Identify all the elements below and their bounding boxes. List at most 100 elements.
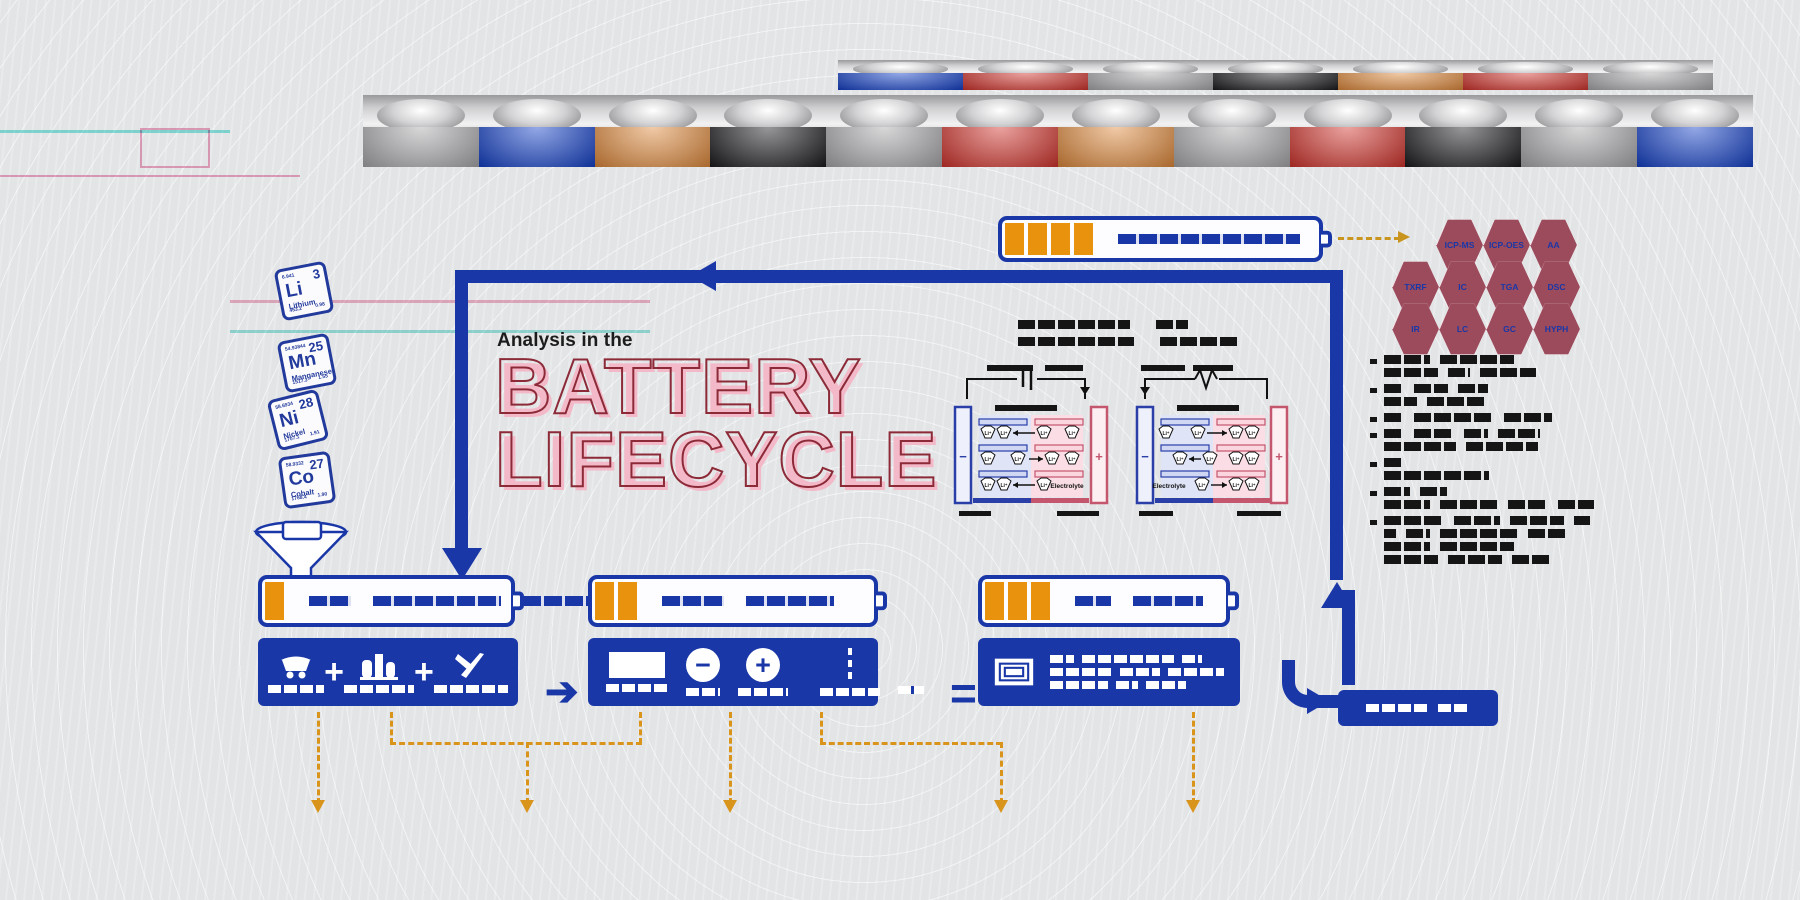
svg-text:−: − xyxy=(1141,449,1149,464)
element-melting-point: 1517.3 xyxy=(292,377,309,387)
battery-charge-bars xyxy=(1002,220,1096,258)
panel-label-redacted xyxy=(1366,704,1428,712)
separator-dashed-icon xyxy=(848,648,852,682)
element-tile-cobalt: 58.9332 27 Co Cobalt 1768.4 1.90 xyxy=(277,450,337,510)
technique-hex-lc[interactable]: LC xyxy=(1439,303,1486,355)
battery-terminal-nub xyxy=(1228,591,1239,611)
list-item xyxy=(1370,487,1620,513)
panel-raw-material-sourcing[interactable]: + + xyxy=(258,638,518,706)
element-electronegativity: 0.98 xyxy=(314,301,326,310)
technique-label: TGA xyxy=(1500,282,1519,292)
dashed-connector-5 xyxy=(1192,712,1195,804)
dashed-connector-2d xyxy=(526,742,529,804)
panel-label-redacted xyxy=(1050,655,1224,689)
svg-text:Li⁺: Li⁺ xyxy=(1248,457,1255,463)
technique-label: ICP-MS xyxy=(1444,240,1475,250)
svg-text:Li⁺: Li⁺ xyxy=(1000,483,1007,489)
plus-circle-icon[interactable]: + xyxy=(746,648,780,682)
technique-label: IC xyxy=(1458,282,1467,292)
panel-cell-assembly[interactable]: − + xyxy=(588,638,924,706)
svg-text:Li⁺: Li⁺ xyxy=(1248,483,1255,489)
element-electronegativity: 1.55 xyxy=(317,373,329,382)
svg-text:Li⁺: Li⁺ xyxy=(1232,431,1239,437)
svg-text:Li⁺: Li⁺ xyxy=(1040,483,1047,489)
flow-pipe-recycle-riser xyxy=(1342,590,1355,685)
technique-label: LC xyxy=(1456,324,1469,334)
flow-pipe-top-left xyxy=(455,270,715,283)
svg-text:Li⁺: Li⁺ xyxy=(1000,431,1007,437)
mining-cart-icon xyxy=(281,656,312,678)
panel-label-redacted xyxy=(738,688,788,696)
battery-in-use[interactable] xyxy=(978,575,1239,627)
flow-arrow-recycle xyxy=(1307,688,1329,714)
element-melting-point: 1768.4 xyxy=(291,494,308,503)
dashed-connector-2c xyxy=(639,712,642,744)
svg-text:Li⁺: Li⁺ xyxy=(1040,431,1047,437)
electrolyte-label: Electrolyte xyxy=(1152,483,1186,490)
chemical-plant-icon xyxy=(359,653,398,680)
panel-label-redacted xyxy=(1438,704,1470,712)
glitch-slice-pink xyxy=(0,175,300,177)
battery-terminal-nub xyxy=(513,591,524,611)
minus-circle-icon[interactable]: − xyxy=(686,648,720,682)
battery-cells-photo-banner-upper xyxy=(838,60,1713,90)
flow-pipe-top-return xyxy=(713,270,1343,283)
list-item xyxy=(1370,413,1620,426)
svg-text:Li⁺: Li⁺ xyxy=(1194,431,1201,437)
panel-label-redacted xyxy=(433,684,508,693)
panel-label-redacted xyxy=(268,684,325,693)
dashed-connector-arrow-1 xyxy=(311,800,325,813)
element-symbol: Co xyxy=(287,466,316,491)
svg-text:Li⁺: Li⁺ xyxy=(1232,483,1239,489)
bullet-marker xyxy=(1370,433,1377,438)
electrolyte-label: Electrolyte xyxy=(1050,483,1084,490)
panel-recycling-output[interactable] xyxy=(1338,690,1498,726)
svg-text:Li⁺: Li⁺ xyxy=(1176,457,1183,463)
svg-text:Li⁺: Li⁺ xyxy=(1048,457,1055,463)
technique-label: IR xyxy=(1411,324,1420,334)
svg-text:Li⁺: Li⁺ xyxy=(1068,431,1075,437)
technique-hex-gc[interactable]: GC xyxy=(1486,303,1533,355)
svg-text:Li⁺: Li⁺ xyxy=(1014,457,1021,463)
list-item xyxy=(1370,516,1620,568)
battery-full-charge[interactable] xyxy=(998,216,1332,262)
panel-label-redacted xyxy=(898,686,924,694)
equals-operator: = xyxy=(950,667,977,719)
flow-arrow-down xyxy=(442,548,482,580)
cell-diagram-caption-row1 xyxy=(1018,320,1188,329)
svg-text:−: − xyxy=(959,449,967,464)
dashed-connector-4b xyxy=(820,742,1002,745)
list-item xyxy=(1370,429,1620,455)
element-symbol: Li xyxy=(283,278,305,303)
pickaxe-icon xyxy=(454,652,484,678)
discharge-cell-diagram: − + xyxy=(945,365,1115,530)
plus-operator-2: + xyxy=(414,653,434,691)
flow-pipe-right-riser xyxy=(1330,270,1343,580)
electrode-sheet-icon xyxy=(609,652,665,678)
battery-label-redacted xyxy=(1118,234,1300,244)
panel-battery-pack[interactable] xyxy=(978,638,1240,706)
bullet-marker xyxy=(1370,417,1377,422)
dashed-connector-arrow-4 xyxy=(994,800,1008,813)
svg-text:Li⁺: Li⁺ xyxy=(1162,431,1169,437)
dashed-connector-arrow-2 xyxy=(520,800,534,813)
panel-label-redacted xyxy=(343,684,414,693)
battery-module-icon xyxy=(994,658,1034,686)
svg-text:Li⁺: Li⁺ xyxy=(984,457,991,463)
dashed-connector-2b xyxy=(390,742,642,745)
technique-hex-ir[interactable]: IR xyxy=(1392,303,1439,355)
glitch-slice-cyan xyxy=(0,130,230,133)
svg-text:Li⁺: Li⁺ xyxy=(1068,457,1075,463)
page-title-line2: LIFECYCLE xyxy=(494,414,938,503)
cell-diagram-caption-row2 xyxy=(1018,337,1238,346)
technique-hex-hyph[interactable]: HYPH xyxy=(1533,303,1580,355)
panel-label-redacted xyxy=(686,688,720,696)
element-tile-manganese: 54.93844 25 Mn Manganese 1517.3 1.55 xyxy=(276,332,338,394)
svg-text:Li⁺: Li⁺ xyxy=(1198,483,1205,489)
battery-raw-materials[interactable] xyxy=(258,575,599,627)
battery-manufacturing[interactable] xyxy=(588,575,887,627)
page-title-line1: BATTERY xyxy=(494,342,862,430)
dashed-connector-4c xyxy=(1000,742,1003,804)
dashed-connector-3 xyxy=(729,712,732,804)
